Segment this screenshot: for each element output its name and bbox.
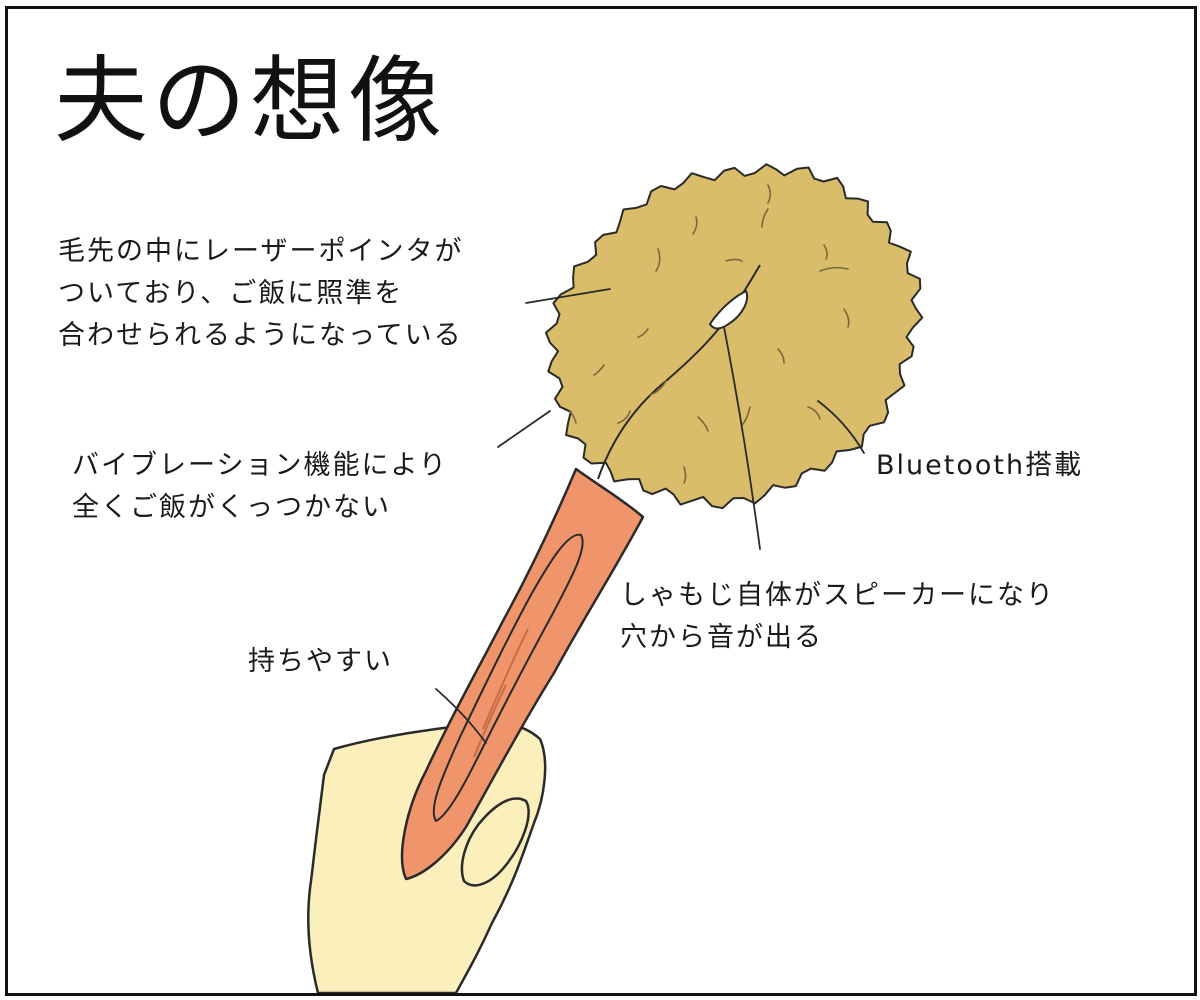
head-seam xyxy=(597,264,761,480)
annotation-line: 穴から音が出る xyxy=(620,622,823,653)
annotation-line: 全くご飯がくっつかない xyxy=(72,492,391,523)
leader-line-grip xyxy=(435,688,487,744)
hand-fingers xyxy=(460,797,530,887)
annotation-line: 持ちやすい xyxy=(248,646,393,677)
annotation-line: しゃもじ自体がスピーカーになり xyxy=(620,580,1055,611)
annotation-speaker: しゃもじ自体がスピーカーになり 穴から音が出る xyxy=(620,575,1055,659)
thumb-shape xyxy=(460,797,530,887)
illustration xyxy=(307,163,924,993)
annotation-vibration: バイブレーション機能により 全くご飯がくっつかない xyxy=(72,445,448,529)
annotation-grip: 持ちやすい xyxy=(248,641,393,683)
annotation-line: 合わせられるようになっている xyxy=(58,320,463,351)
handle-illustration xyxy=(400,467,645,881)
handle-streak xyxy=(482,628,529,730)
shamoji-head xyxy=(545,163,924,510)
leader-line-vibration xyxy=(497,410,551,448)
annotation-laser-pointer: 毛先の中にレーザーポインタが ついており、ご飯に照準を 合わせられるようになって… xyxy=(58,231,463,357)
leader-line-bluetooth xyxy=(817,400,865,454)
leader-line-laser xyxy=(525,288,611,304)
annotation-line: バイブレーション機能により xyxy=(72,450,448,481)
annotation-line: ついており、ご飯に照準を xyxy=(58,278,404,309)
page-title: 夫の想像 xyxy=(54,47,447,156)
annotation-line: 毛先の中にレーザーポインタが xyxy=(58,236,464,267)
comic-panel: 夫の想像 毛先の中にレーザーポインタが ついており、ご飯に照準を 合わせられるよ… xyxy=(5,6,1197,996)
annotation-bluetooth: Bluetooth搭載 xyxy=(876,445,1083,487)
handle-shape xyxy=(400,467,645,881)
speaker-hole xyxy=(709,290,748,330)
handle-streak xyxy=(473,684,507,758)
shamoji-illustration xyxy=(545,163,924,510)
annotation-line: Bluetooth搭載 xyxy=(876,450,1084,481)
leader-line-speaker xyxy=(723,326,761,550)
bristle-marks xyxy=(569,184,850,484)
handle-groove xyxy=(432,533,584,822)
leader-lines xyxy=(435,288,865,744)
